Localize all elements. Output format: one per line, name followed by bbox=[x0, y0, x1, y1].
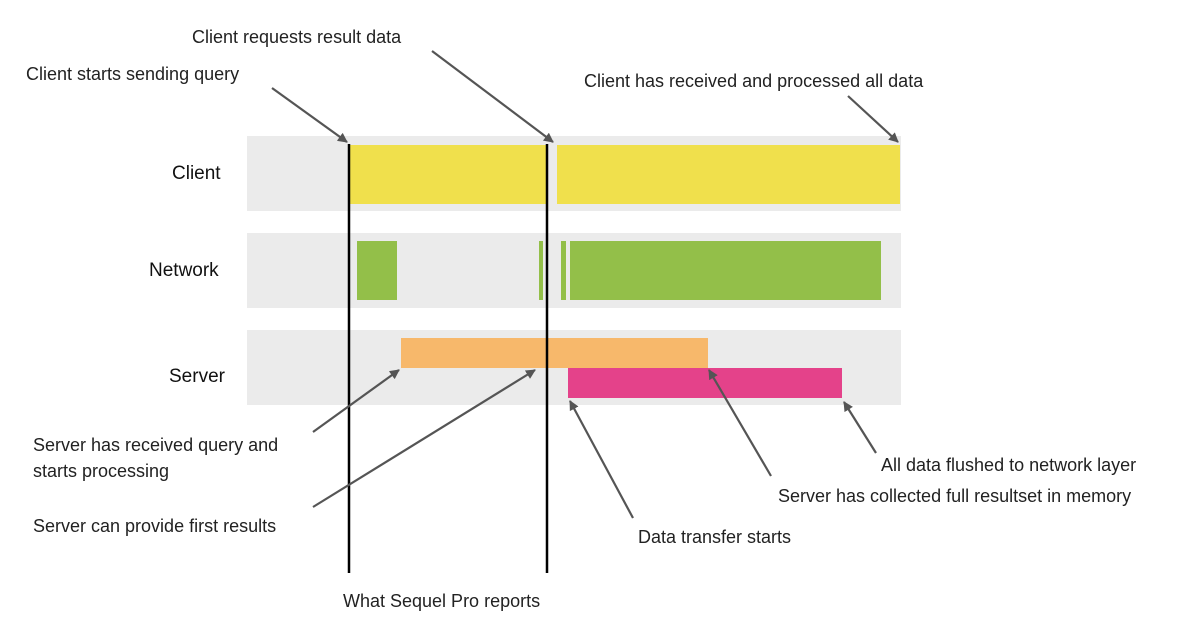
annotation-server-first-results: Server can provide first results bbox=[33, 516, 277, 536]
annotation-what-sequel-pro-reports: What Sequel Pro reports bbox=[343, 591, 541, 611]
arrow-server-received bbox=[312, 369, 400, 433]
server-bar-processing bbox=[401, 338, 708, 368]
server-bar-transfer bbox=[568, 368, 842, 398]
row-label-network: Network bbox=[149, 260, 219, 281]
arrow-collected-resultset bbox=[708, 369, 772, 477]
arrow-data-flushed bbox=[843, 401, 877, 454]
annotation-data-transfer-starts: Data transfer starts bbox=[638, 527, 792, 547]
annotation-server-received-query-line2: starts processing bbox=[33, 461, 170, 481]
annotation-client-requests-result-data: Client requests result data bbox=[192, 27, 402, 47]
row-label-server: Server bbox=[169, 366, 225, 387]
client-bar-result bbox=[557, 145, 900, 204]
network-bar-transfer bbox=[570, 241, 881, 300]
arrow-transfer-starts bbox=[569, 400, 634, 519]
arrow-client-received bbox=[847, 95, 899, 143]
arrow-client-starts bbox=[271, 87, 348, 143]
row-label-client: Client bbox=[172, 163, 221, 184]
arrow-first-results bbox=[312, 369, 536, 508]
annotation-server-received-query-line1: Server has received query and bbox=[33, 435, 279, 455]
network-bar-request bbox=[539, 241, 543, 300]
annotation-client-received-all-data: Client has received and processed all da… bbox=[584, 71, 924, 91]
annotation-all-data-flushed: All data flushed to network layer bbox=[881, 455, 1137, 475]
annotation-client-starts-sending-query: Client starts sending query bbox=[26, 64, 240, 84]
network-bar-first bbox=[561, 241, 566, 300]
arrow-client-requests bbox=[431, 50, 554, 143]
network-bar-query bbox=[357, 241, 397, 300]
annotation-server-collected-resultset: Server has collected full resultset in m… bbox=[778, 486, 1132, 506]
client-bar-query bbox=[349, 145, 546, 204]
